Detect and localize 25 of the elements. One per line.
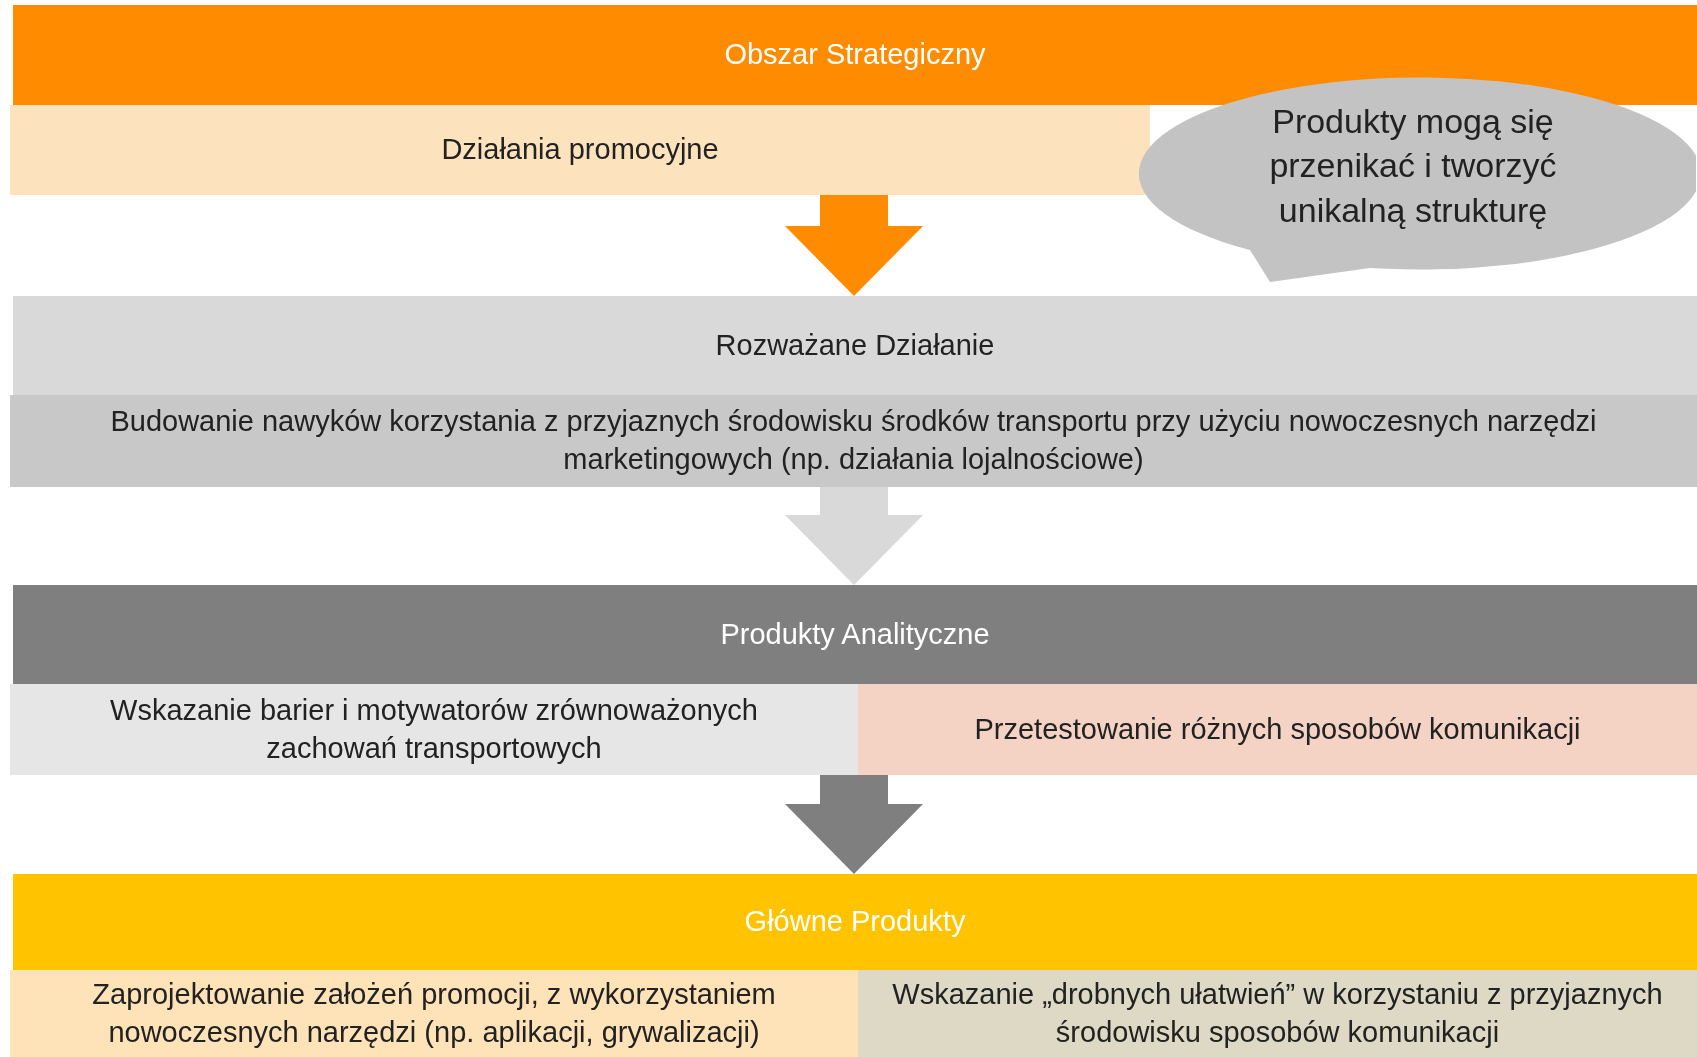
band-title: Przetestowanie różnych sposobów komunikacji: [974, 711, 1581, 747]
band-title: Budowanie nawyków korzystania z przyjaznych środowisku środków transportu przy użyciu nowoczesnych narzędzi marketingowych (np. działania lojalnościowe): [109, 404, 1598, 477]
band-title: Rozważane Działanie: [715, 327, 995, 363]
block-arrow: [854, 775, 923, 874]
content-band: [10, 970, 858, 1057]
band-title: Obszar Strategiczny: [724, 37, 986, 73]
band-title: Wskazanie „drobnych ułatwień” w korzystaniu z przyjaznych środowisku sposobów komunikacji: [891, 976, 1664, 1050]
content-band: [10, 684, 858, 775]
content-band: [10, 105, 1150, 195]
callout-text: Produkty mogą się przenikać i tworzyć unikalną strukturę: [1268, 101, 1558, 231]
header-band: [13, 874, 1697, 970]
band-title: Wskazanie barier i motywatorów zrównoważonych zachowań transportowych: [109, 692, 759, 766]
header-band: [13, 585, 1697, 684]
description-text: Główne Produkty: [744, 904, 966, 940]
description-text: Produkty Analityczne: [720, 616, 990, 652]
content-band: [10, 395, 1697, 487]
block-arrow: [785, 775, 854, 874]
description-text: Działania promocyjne: [441, 132, 719, 168]
content-band: [858, 684, 1697, 775]
block-arrow: [785, 487, 923, 585]
header-band: [13, 5, 1697, 105]
block-arrow: [785, 195, 923, 296]
band-title: Zaprojektowanie założeń promocji, z wykorzystaniem nowoczesnych narzędzi (np. aplikacji, grywalizacji): [91, 976, 777, 1050]
content-band: [858, 970, 1697, 1057]
header-band: [13, 296, 1697, 395]
